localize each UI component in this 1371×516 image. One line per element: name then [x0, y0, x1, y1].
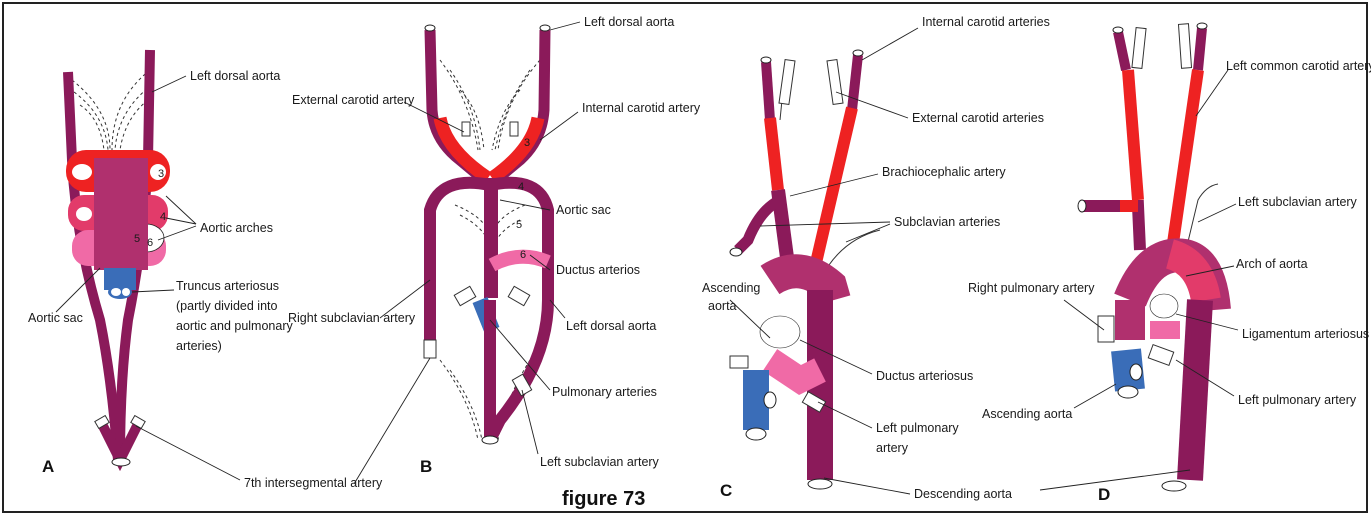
panel-a-arch-number: 4	[160, 211, 166, 223]
panel-a-letter: A	[42, 457, 54, 476]
panel-a-arch-number: 3	[158, 168, 164, 180]
panel-c-right-subclavian	[738, 200, 780, 250]
panel-d-brachiocephalic	[1082, 206, 1140, 250]
panel-a-label-left-dorsal-aorta: Left dorsal aorta	[190, 69, 280, 83]
panel-d-label-arch-of-aorta: Arch of aorta	[1236, 257, 1308, 271]
panel-a-dashed-arches	[72, 70, 152, 150]
panel-d-pulmonary-trunk	[1126, 350, 1130, 390]
panel-d-descending-aorta	[1190, 300, 1200, 480]
panel-b-label-aortic-sac: Aortic sac	[556, 203, 611, 217]
panel-c-left-internal-carotid	[852, 55, 858, 110]
panel-c-right-internal-carotid	[766, 62, 770, 120]
panel-d-label-ligamentum: Ligamentum arteriosus	[1242, 327, 1369, 341]
panel-d-label-left-subclavian: Left subclavian artery	[1238, 195, 1358, 209]
panel-c-label-ductus: Ductus arteriosus	[876, 369, 973, 383]
panel-b-label-internal-carotid: Internal carotid artery	[582, 101, 701, 115]
panel-b-arch-number: 6	[520, 249, 526, 261]
panel-b-label-left-dorsal-aorta-top: Left dorsal aorta	[584, 15, 674, 29]
panel-b-label-left-dorsal-aorta: Left dorsal aorta	[566, 319, 656, 333]
panel-c-label-external-carotids: External carotid arteries	[912, 111, 1044, 125]
panel-d-left-pulmonary-stub	[1148, 345, 1173, 366]
panel-c-pulmonary-stub	[730, 356, 748, 368]
panel-d-left-internal-carotid	[1198, 28, 1202, 70]
panel-a-label-truncus: (partly divided into	[176, 299, 277, 313]
panel-a-label-truncus: aortic and pulmonary	[176, 319, 293, 333]
panel-b: 3 4 5 6 Left dorsal aorta External carot…	[288, 15, 701, 484]
panel-a-label-intersegmental: 7th intersegmental artery	[244, 476, 383, 490]
panel-a-aortic-sac	[94, 158, 148, 270]
panel-d: Left common carotid artery Left subclavi…	[968, 23, 1371, 504]
panel-b-label-ductus: Ductus arterios	[556, 263, 640, 277]
panel-a: 3 4 5 6 Left dorsal aorta Aortic arches …	[28, 50, 383, 490]
panel-b-aortic-sac	[484, 178, 498, 298]
panel-c-right-common-carotid	[770, 118, 778, 190]
panel-c-label-ascending: aorta	[708, 299, 737, 313]
panel-c-label-brachiocephalic: Brachiocephalic artery	[882, 165, 1006, 179]
panel-d-label-left-common-carotid: Left common carotid artery	[1226, 59, 1371, 73]
panel-c-letter: C	[720, 481, 732, 500]
panel-b-label-left-subclavian: Left subclavian artery	[540, 455, 660, 469]
panel-d-label-ascending: Ascending aorta	[982, 407, 1072, 421]
panel-b-label-external-carotid: External carotid artery	[292, 93, 415, 107]
panel-b-arch-number: 5	[516, 219, 522, 231]
panel-c-label-ascending: Ascending	[702, 281, 760, 295]
panel-c-label-descending: Descending aorta	[914, 487, 1012, 501]
panel-c: Internal carotid arteries External carot…	[702, 15, 1050, 501]
panel-c-label-left-pulmonary: artery	[876, 441, 909, 455]
panel-c-label-internal-carotids: Internal carotid arteries	[922, 15, 1050, 29]
panel-d-letter: D	[1098, 485, 1110, 504]
panel-c-label-subclavian: Subclavian arteries	[894, 215, 1000, 229]
panel-b-arch-number: 4	[518, 181, 524, 193]
panel-d-right-internal-carotid	[1118, 32, 1126, 70]
panel-a-arch-number: 5	[134, 233, 140, 245]
panel-b-arch-number: 3	[524, 137, 530, 149]
panel-a-label-aortic-sac: Aortic sac	[28, 311, 83, 325]
panel-d-right-common-carotid	[1128, 70, 1138, 200]
panel-a-arch-number: 6	[147, 237, 153, 249]
figure-caption: figure 73	[562, 488, 645, 510]
panel-a-label-aortic-arches: Aortic arches	[200, 221, 273, 235]
panel-a-label-truncus: Truncus arteriosus	[176, 279, 279, 293]
panel-d-right-pulmonary-stub	[1098, 316, 1114, 342]
panel-b-label-pulmonary-arteries: Pulmonary arteries	[552, 385, 657, 399]
panel-b-letter: B	[420, 457, 432, 476]
panel-c-ductus	[770, 360, 820, 380]
panel-b-right-subclavian-stub	[424, 340, 436, 358]
panel-d-label-left-pulmonary: Left pulmonary artery	[1238, 393, 1357, 407]
panel-a-label-truncus: arteries)	[176, 339, 222, 353]
panel-b-label-right-subclavian: Right subclavian artery	[288, 311, 416, 325]
panel-c-label-left-pulmonary: Left pulmonary	[876, 421, 959, 435]
panel-d-label-right-pulmonary: Right pulmonary artery	[968, 281, 1095, 295]
